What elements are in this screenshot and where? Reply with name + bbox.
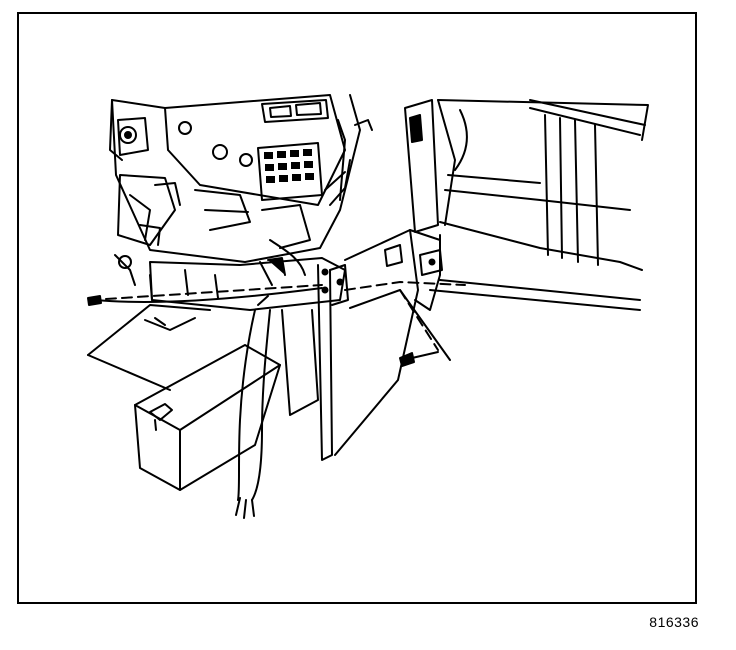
figure-number: 816336: [649, 614, 699, 630]
dashed-leader-left: [105, 284, 323, 300]
lower-bracket: [114, 174, 346, 311]
leader-line-right: [349, 289, 451, 361]
glove-box: [87, 304, 281, 491]
dashed-leader-right: [344, 281, 466, 291]
fastener-right: [399, 351, 439, 367]
fastener-left: [87, 287, 323, 306]
keypad-keys: [264, 149, 314, 183]
dashed-leader-diagonal: [399, 289, 439, 351]
instrument-panel: [109, 94, 373, 263]
support-post: [281, 264, 349, 461]
wire-harness: [235, 295, 271, 519]
door-frame: [384, 99, 649, 311]
